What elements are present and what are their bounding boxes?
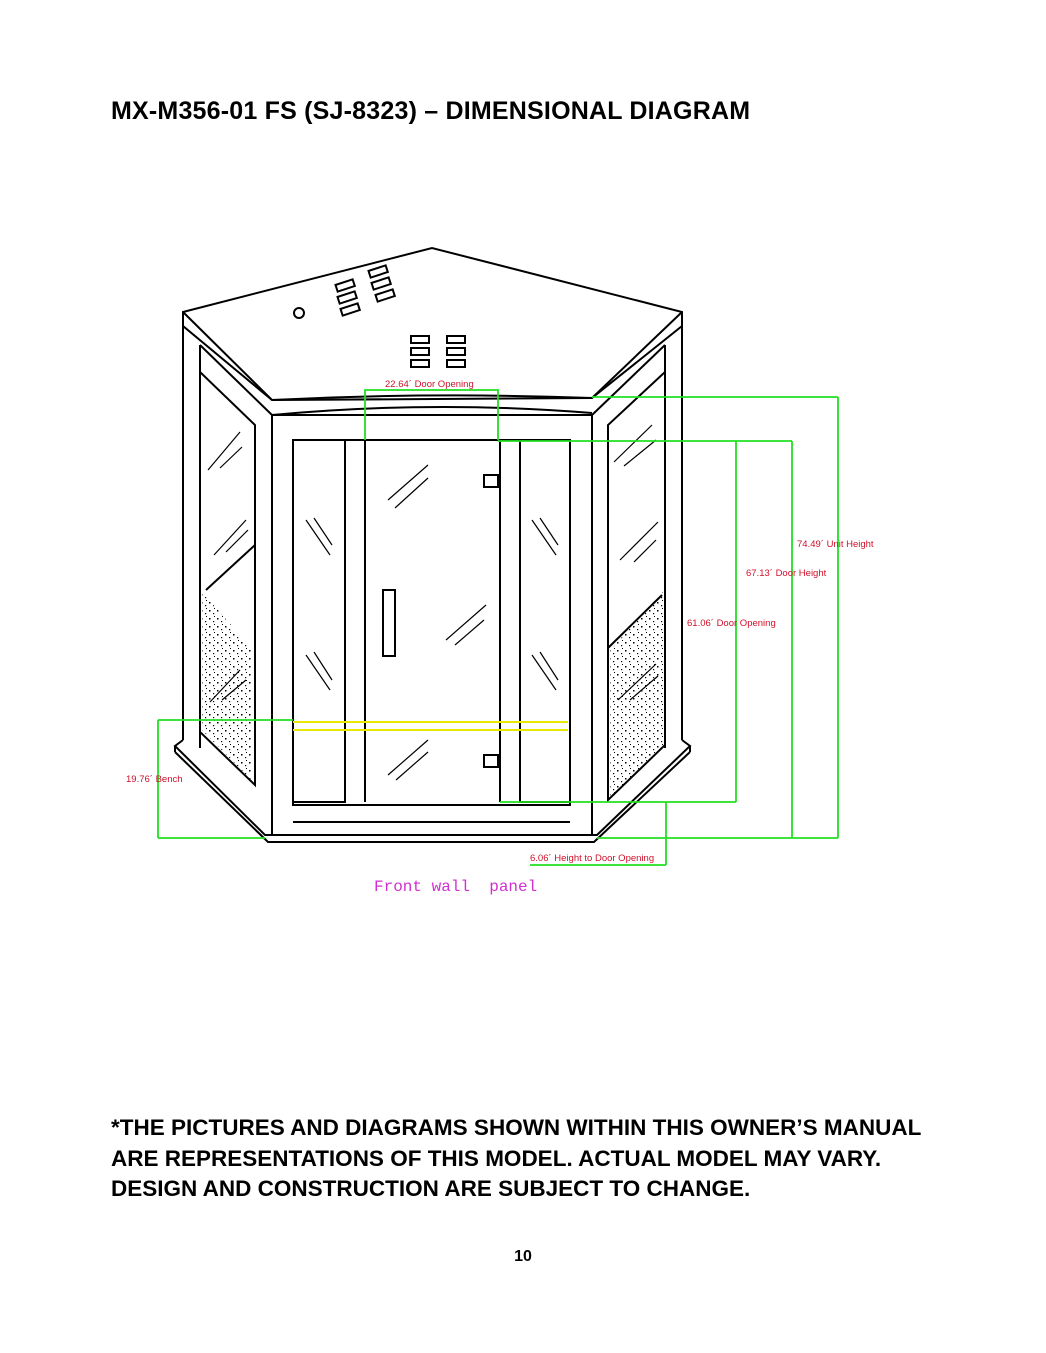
sauna-roof bbox=[182, 246, 683, 416]
roof-vents bbox=[334, 264, 466, 368]
bench-lines bbox=[293, 721, 568, 731]
door-hinge-bottom bbox=[483, 754, 499, 768]
left-side-wall bbox=[182, 326, 273, 788]
bench-height-label: 19.76´ Bench bbox=[126, 774, 183, 785]
door-opening-width-label: 22.64´ Door Opening bbox=[385, 379, 474, 390]
unit-height-label: 74.49´ Unit Height bbox=[797, 539, 874, 550]
base bbox=[173, 739, 692, 843]
door-hinge-top bbox=[483, 474, 499, 488]
front-frame bbox=[271, 414, 593, 836]
page-title: MX-M356-01 FS (SJ-8323) – DIMENSIONAL DI… bbox=[111, 97, 751, 125]
door-opening-height-label: 61.06´ Door Opening bbox=[687, 618, 776, 629]
right-side-wall bbox=[591, 326, 683, 803]
diagram-caption: Front wall panel bbox=[374, 878, 537, 896]
door-height-label: 67.13´ Door Height bbox=[746, 568, 827, 579]
door-handle bbox=[382, 589, 396, 657]
page-number: 10 bbox=[514, 1248, 532, 1265]
height-to-door-opening-label: 6.06´ Height to Door Opening bbox=[530, 853, 654, 864]
dimension-lines bbox=[157, 389, 839, 866]
disclaimer-text: *THE PICTURES AND DIAGRAMS SHOWN WITHIN … bbox=[111, 1115, 921, 1201]
